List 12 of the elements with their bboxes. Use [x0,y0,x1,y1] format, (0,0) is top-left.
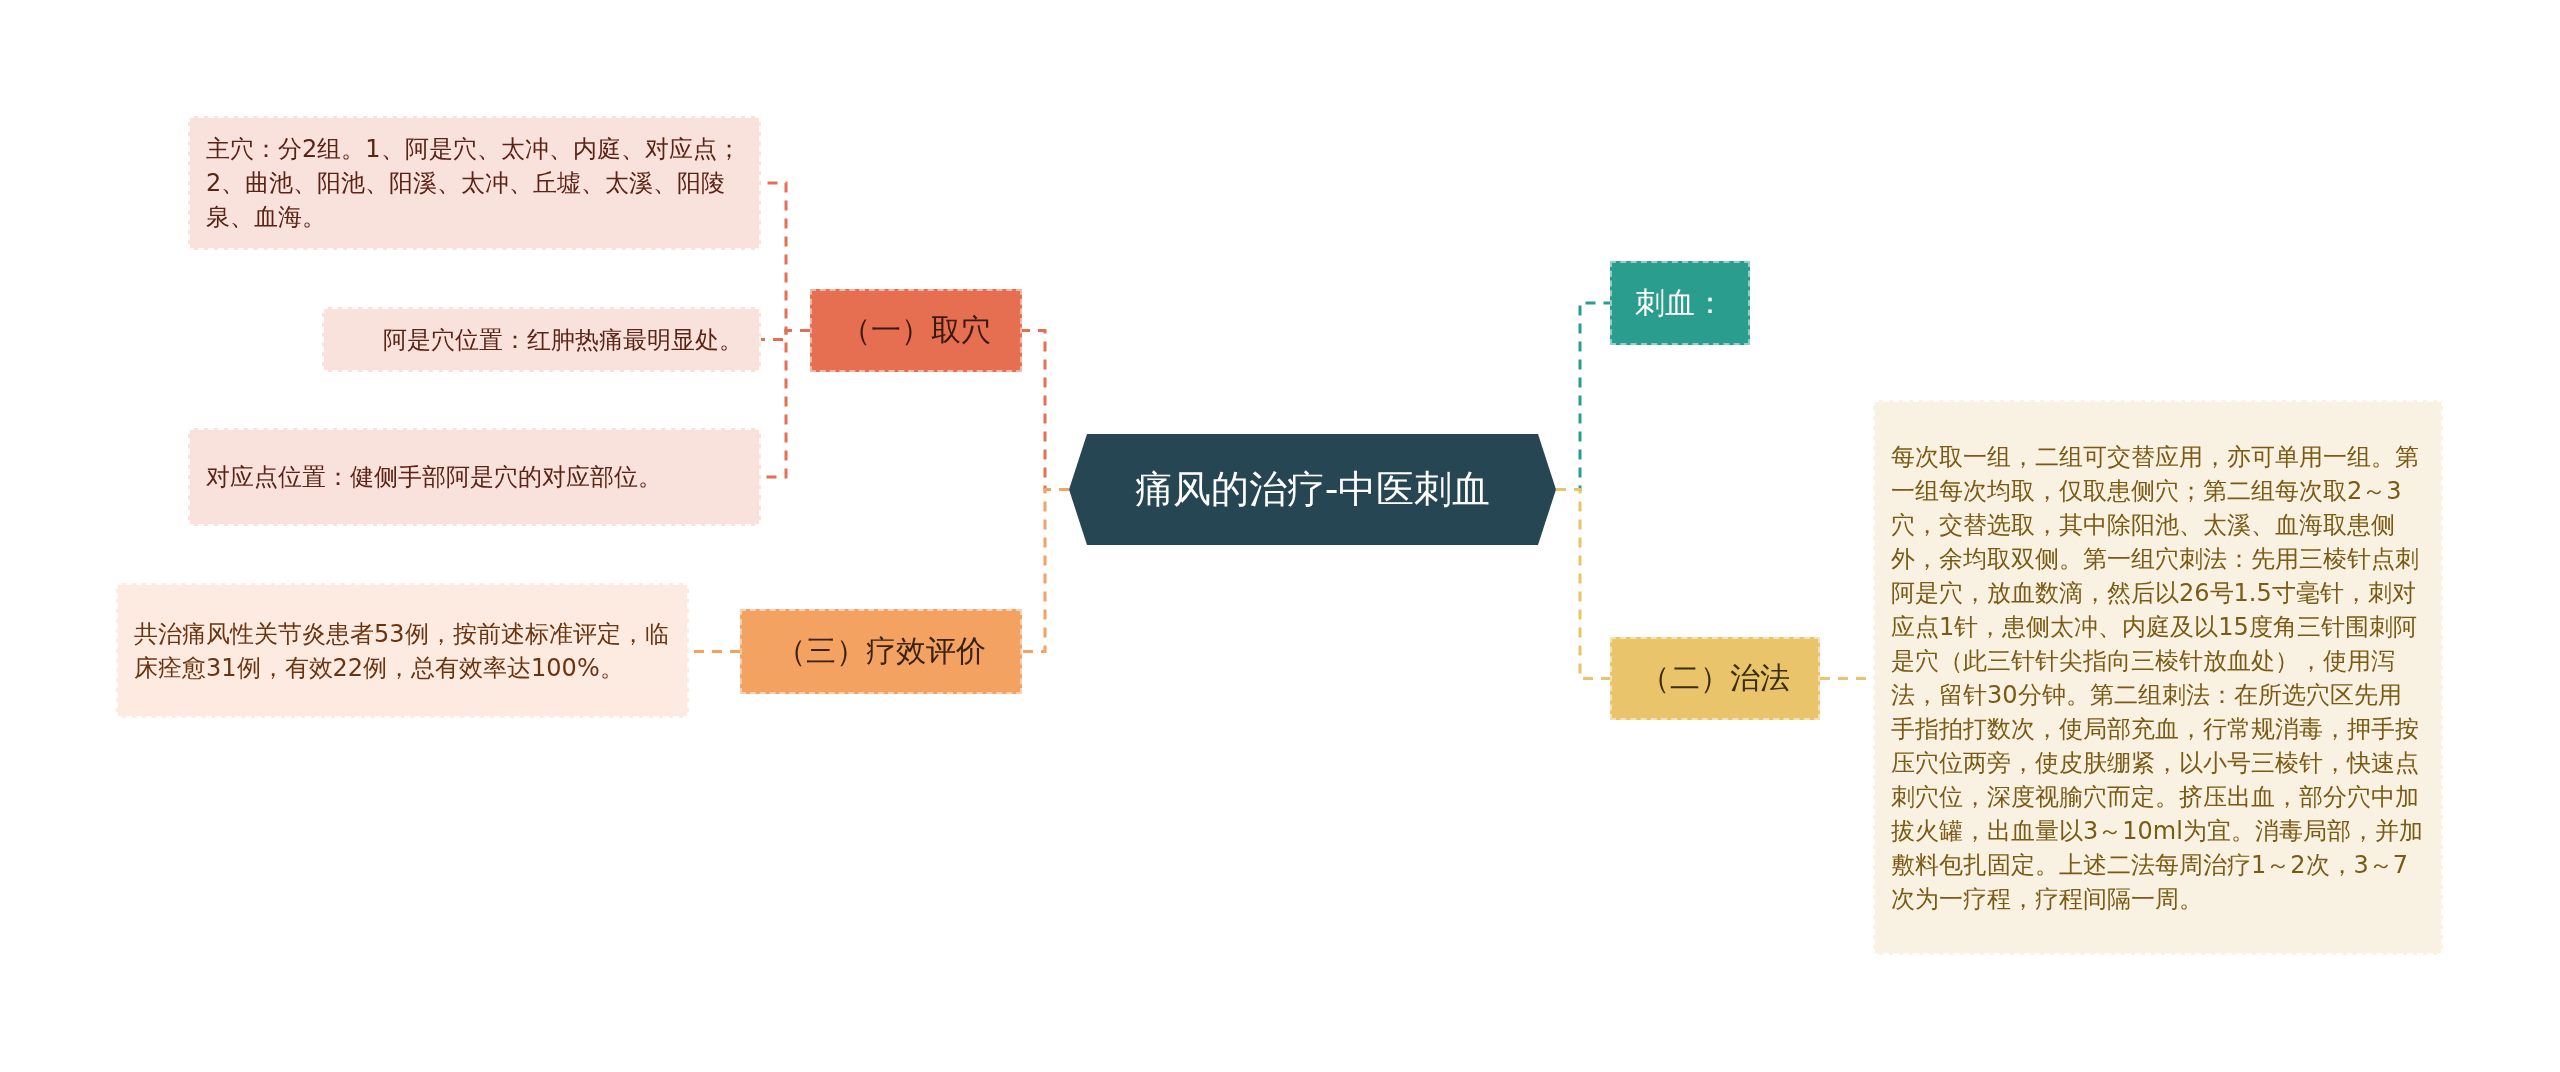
note-box: 主穴：分2组。1、阿是穴、太冲、内庭、对应点；2、曲池、阳池、阳溪、太冲、丘墟、太溪、阳陵泉、血海。 [188,116,761,250]
connector-line [1022,488,1069,653]
topic-box: （一）取穴 [810,289,1022,372]
note-box: 阿是穴位置：红肿热痛最明显处。 [322,307,761,372]
topic-box: （二）治法 [1610,637,1820,720]
topic-box: （三）疗效评价 [740,609,1022,694]
note-box: 对应点位置：健侧手部阿是穴的对应部位。 [188,428,761,526]
topic-hexagon: 痛风的治疗-中医刺血 [1069,434,1556,545]
note-box: 每次取一组，二组可交替应用，亦可单用一组。第一组每次均取，仅取患侧穴；第二组每次取2～3穴，交替选取，其中除阳池、太溪、血海取患侧外，余均取双侧。第一组穴刺法：先用三棱针点刺阿是穴，放血数滴，然后以26号1.5寸毫针，刺对应点1针，患侧太冲、内庭及以15度角三针围刺阿是穴（此三针针尖指向三棱针放血处），使用泻法，留针30分钟。第二组刺法：在所选穴区先用手指拍打数次，使局部充血，行常规消毒，押手按压穴位两旁，使皮肤绷紧，以小号三棱针，快速点刺穴位，深度视腧穴而定。挤压出血，部分穴中加拔火罐，出血量以3～10ml为宜。消毒局部，并加敷料包扎固定。上述二法每周治疗1～2次，3～7次为一疗程，疗程间隔一周。 [1873,400,2443,955]
note-box: 共治痛风性关节炎患者53例，按前述标准评定，临床痊愈31例，有效22例，总有效率达100%。 [116,583,689,718]
connector-line [1556,488,1610,680]
topic-box: 刺血： [1610,261,1750,345]
